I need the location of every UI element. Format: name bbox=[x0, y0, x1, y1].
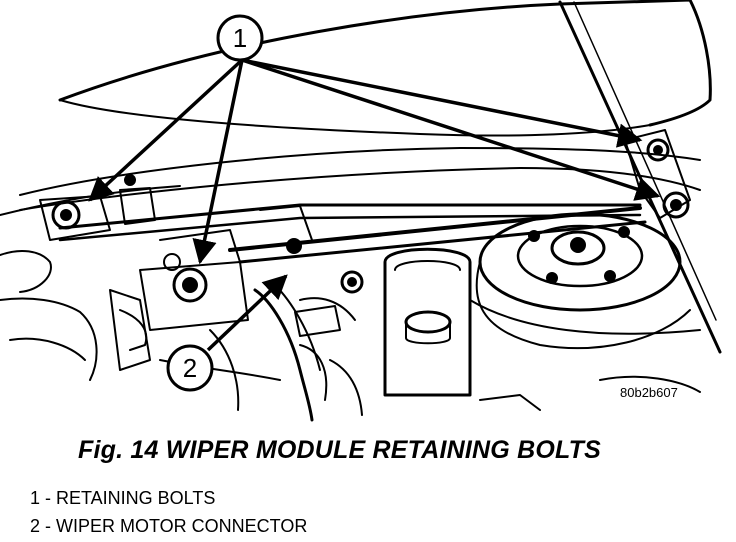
callout-1-arrows bbox=[88, 58, 661, 265]
callout-1-marker: 1 bbox=[216, 14, 264, 62]
wiper-module-illustration: 1 2 80b2b607 bbox=[0, 0, 722, 422]
legend-item-wiper-motor-connector: 2 - WIPER MOTOR CONNECTOR bbox=[30, 516, 308, 536]
callout-2-label: 2 bbox=[183, 353, 197, 383]
legend-item-retaining-bolts: 1 - RETAINING BOLTS bbox=[30, 488, 216, 508]
callout-2-arrow bbox=[206, 274, 288, 352]
callout-1-label: 1 bbox=[233, 23, 247, 53]
figure-legend: 1 - RETAINING BOLTS 2 - WIPER MOTOR CONN… bbox=[30, 484, 307, 540]
engine-bay-drawing bbox=[0, 0, 722, 422]
figure-caption: Fig. 14 WIPER MODULE RETAINING BOLTS bbox=[78, 436, 601, 464]
figure-code: 80b2b607 bbox=[620, 385, 678, 400]
callout-2-marker: 2 bbox=[166, 344, 214, 392]
